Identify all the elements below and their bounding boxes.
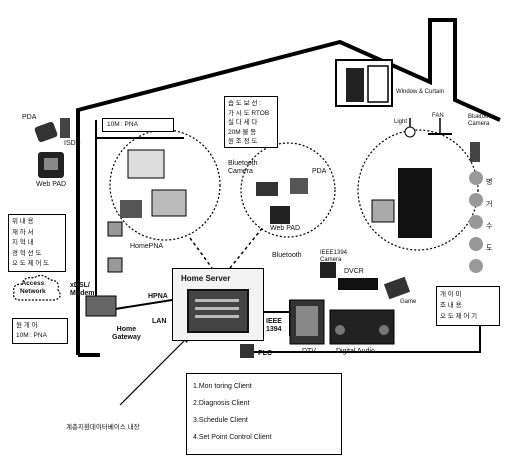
center-top-line: 20M 불 등	[228, 128, 274, 138]
center-top-box: 습 도 보 선 : 가 시 도 RTOB 실 다 세 다 20M 불 등 원 조…	[224, 96, 278, 148]
web-pad-mid-icon	[270, 206, 290, 224]
plc-outlet-icon	[240, 344, 254, 358]
pda-icon	[34, 121, 58, 143]
right-mid-box: 개 이 미 조 내 용 오 도 제 어 기	[436, 286, 500, 326]
right-glyph: 거	[486, 194, 492, 216]
curtain-icon	[346, 68, 364, 102]
light-icon	[405, 127, 415, 137]
right-glyph: 수	[486, 216, 492, 238]
left-mid-line: 지 혁 내	[12, 238, 62, 249]
left-bottom-line: 원 개 어	[16, 321, 64, 331]
ieee1394-bus-label: IEEE 1394	[266, 318, 282, 334]
client-item: 1.Mon toring Client	[193, 378, 335, 395]
home-gateway-label: Home Gateway	[112, 326, 141, 342]
right-mid-line: 오 도 제 어 기	[440, 311, 496, 322]
right-mid-line: 개 이 미	[440, 289, 496, 300]
home-gateway-icon	[86, 296, 116, 316]
right-glyph: 병	[486, 172, 492, 194]
home-server-title: Home Server	[181, 274, 230, 283]
dvcr-icon	[338, 278, 378, 290]
washer-icon	[372, 200, 394, 222]
left-mid-line: 경 혁 선 도	[12, 249, 62, 260]
isdc-label: ISDC	[64, 140, 81, 148]
isdc-phone-icon	[60, 118, 70, 138]
center-top-line: 습 도 보 선 :	[228, 99, 274, 109]
bluetooth-label: Bluetooth	[272, 252, 302, 260]
arrow-line	[120, 335, 190, 405]
web-pad-mid-label: Web PAD	[270, 225, 300, 233]
right-column-glyphs: 병 거 수 도	[486, 172, 492, 260]
ieee1394-camera-icon	[320, 262, 336, 278]
dvcr-label: DVCR	[344, 268, 364, 276]
center-top-line: 원 조 정 도	[228, 137, 274, 147]
lan-label: LAN	[152, 318, 166, 326]
game-label: Game	[400, 298, 416, 306]
client-item: 2.Diagnosis Client	[193, 395, 335, 412]
hpna-label: HPNA	[148, 293, 168, 301]
korean-caption: 계층지환데이터베이스 내장	[66, 424, 140, 432]
bluetooth-camera-right-label: Bluetooth Camera	[468, 114, 493, 128]
web-pad-left-label: Web PAD	[36, 181, 66, 189]
right-glyph: 도	[486, 238, 492, 260]
dtv-label: DTV	[302, 348, 316, 356]
left-mid-line: 재 하 서	[12, 228, 62, 239]
ieee1394-camera-label: IEEE1394 Camera	[320, 250, 347, 264]
game-icon	[384, 277, 410, 300]
center-top-line: 실 다 세 다	[228, 118, 274, 128]
right-mid-line: 조 내 용	[440, 300, 496, 311]
pda-mid-label: PDA	[312, 168, 326, 176]
refrigerator-icon	[398, 168, 432, 238]
sensor-icon	[108, 222, 122, 236]
client-list: 1.Mon toring Client 2.Diagnosis Client 3…	[186, 373, 342, 455]
fan-label: FAN	[432, 112, 444, 120]
pda-left-label: PDA	[22, 114, 36, 122]
left-bottom-box: 원 개 어 10M : PNA	[12, 318, 68, 344]
homepna-zone	[110, 130, 220, 240]
bluetooth-camera-label: Bluetooth Camera	[228, 160, 258, 176]
home-server-icon	[187, 289, 249, 333]
digital-audio-label: Digital Audio	[336, 348, 375, 356]
pna-top-box: 10M : PNA	[102, 118, 174, 132]
homepna-label: HomePNA	[130, 243, 163, 251]
client-item: 4.Set Point Control Client	[193, 429, 335, 446]
left-mid-line: 위 내 용	[12, 217, 62, 228]
client-item: 3.Schedule Client	[193, 412, 335, 429]
home-server: Home Server	[172, 268, 264, 341]
access-network-label: Access Network	[20, 280, 46, 296]
left-bottom-line: 10M : PNA	[16, 331, 64, 341]
center-top-line: 가 시 도 RTOB	[228, 109, 274, 119]
printer-icon	[128, 150, 164, 178]
plc-label: PLC	[258, 350, 272, 358]
window-curtain-label: Window & Curtain	[396, 88, 444, 96]
bluetooth-camera-icon	[256, 182, 278, 196]
xdsl-modem-label: xDSL/ Modem	[70, 282, 95, 298]
device-icon	[120, 200, 142, 218]
pc-icon	[152, 190, 186, 216]
sensor-icon-2	[108, 258, 122, 272]
bluetooth-link	[230, 226, 264, 268]
pda-mid-icon	[290, 178, 308, 194]
left-mid-line: 오 도 제 어 도	[12, 259, 62, 270]
camera-right-icon	[470, 142, 480, 162]
left-mid-box: 위 내 용 재 하 서 지 혁 내 경 혁 선 도 오 도 제 어 도	[8, 214, 66, 272]
light-label: Light	[394, 118, 407, 126]
